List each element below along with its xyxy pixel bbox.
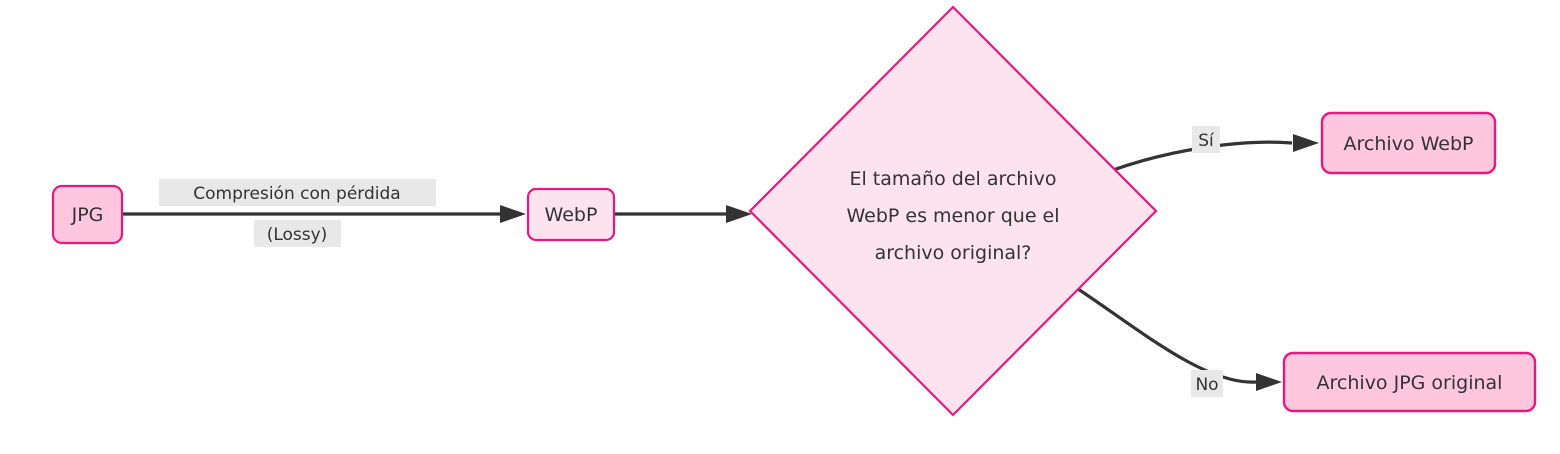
edge-label-no: No: [1191, 370, 1223, 397]
edge-label-bg-line-2: [254, 220, 341, 247]
node-webp[interactable]: WebP: [526, 187, 616, 242]
node-archivo-webp-shape: [1320, 111, 1497, 175]
arrowhead-icon: [1256, 373, 1282, 391]
edge-label-line-1: Compresión con pérdida: [193, 184, 400, 204]
edge-label-line-2: (Lossy): [267, 225, 328, 245]
edge-decision-to-archivo-jpg[interactable]: [1077, 287, 1282, 391]
edge-label-si-text: Sí: [1198, 131, 1215, 151]
node-webp-label: WebP: [545, 204, 598, 226]
edge-label-bg-si: [1192, 126, 1220, 153]
node-jpg[interactable]: JPG: [51, 184, 124, 245]
edge-jpg-to-webp[interactable]: [122, 205, 526, 223]
edge-webp-to-decision[interactable]: [614, 205, 752, 223]
node-archivo-webp-label: Archivo WebP: [1344, 133, 1474, 155]
node-decision-line-2: WebP es menor que el: [846, 205, 1059, 227]
node-archivo-webp[interactable]: Archivo WebP: [1320, 111, 1497, 175]
node-archivo-jpg-label: Archivo JPG original: [1317, 372, 1503, 394]
node-decision-line-1: El tamaño del archivo: [849, 168, 1056, 190]
arrowhead-icon: [726, 205, 752, 223]
node-jpg-shape: [51, 184, 124, 245]
node-decision-shape: [748, 5, 1158, 417]
arrowhead-icon: [500, 205, 526, 223]
node-archivo-jpg-original[interactable]: Archivo JPG original: [1282, 351, 1537, 413]
edge-label-bg-no: [1191, 370, 1223, 397]
edge-label-bg-line-1: [159, 179, 436, 206]
node-archivo-jpg-shape: [1282, 351, 1537, 413]
arrowhead-icon: [1293, 134, 1319, 152]
edge-label-compresion: Compresión con pérdida (Lossy): [159, 179, 436, 247]
edge-label-si: Sí: [1192, 126, 1220, 153]
edge-label-no-text: No: [1195, 375, 1218, 395]
edge-path-decision-jpg: [1077, 287, 1257, 384]
node-jpg-label: JPG: [71, 204, 104, 226]
node-decision[interactable]: El tamaño del archivo WebP es menor que …: [748, 5, 1158, 417]
node-webp-shape: [526, 187, 616, 242]
node-decision-line-3: archivo original?: [875, 242, 1032, 264]
